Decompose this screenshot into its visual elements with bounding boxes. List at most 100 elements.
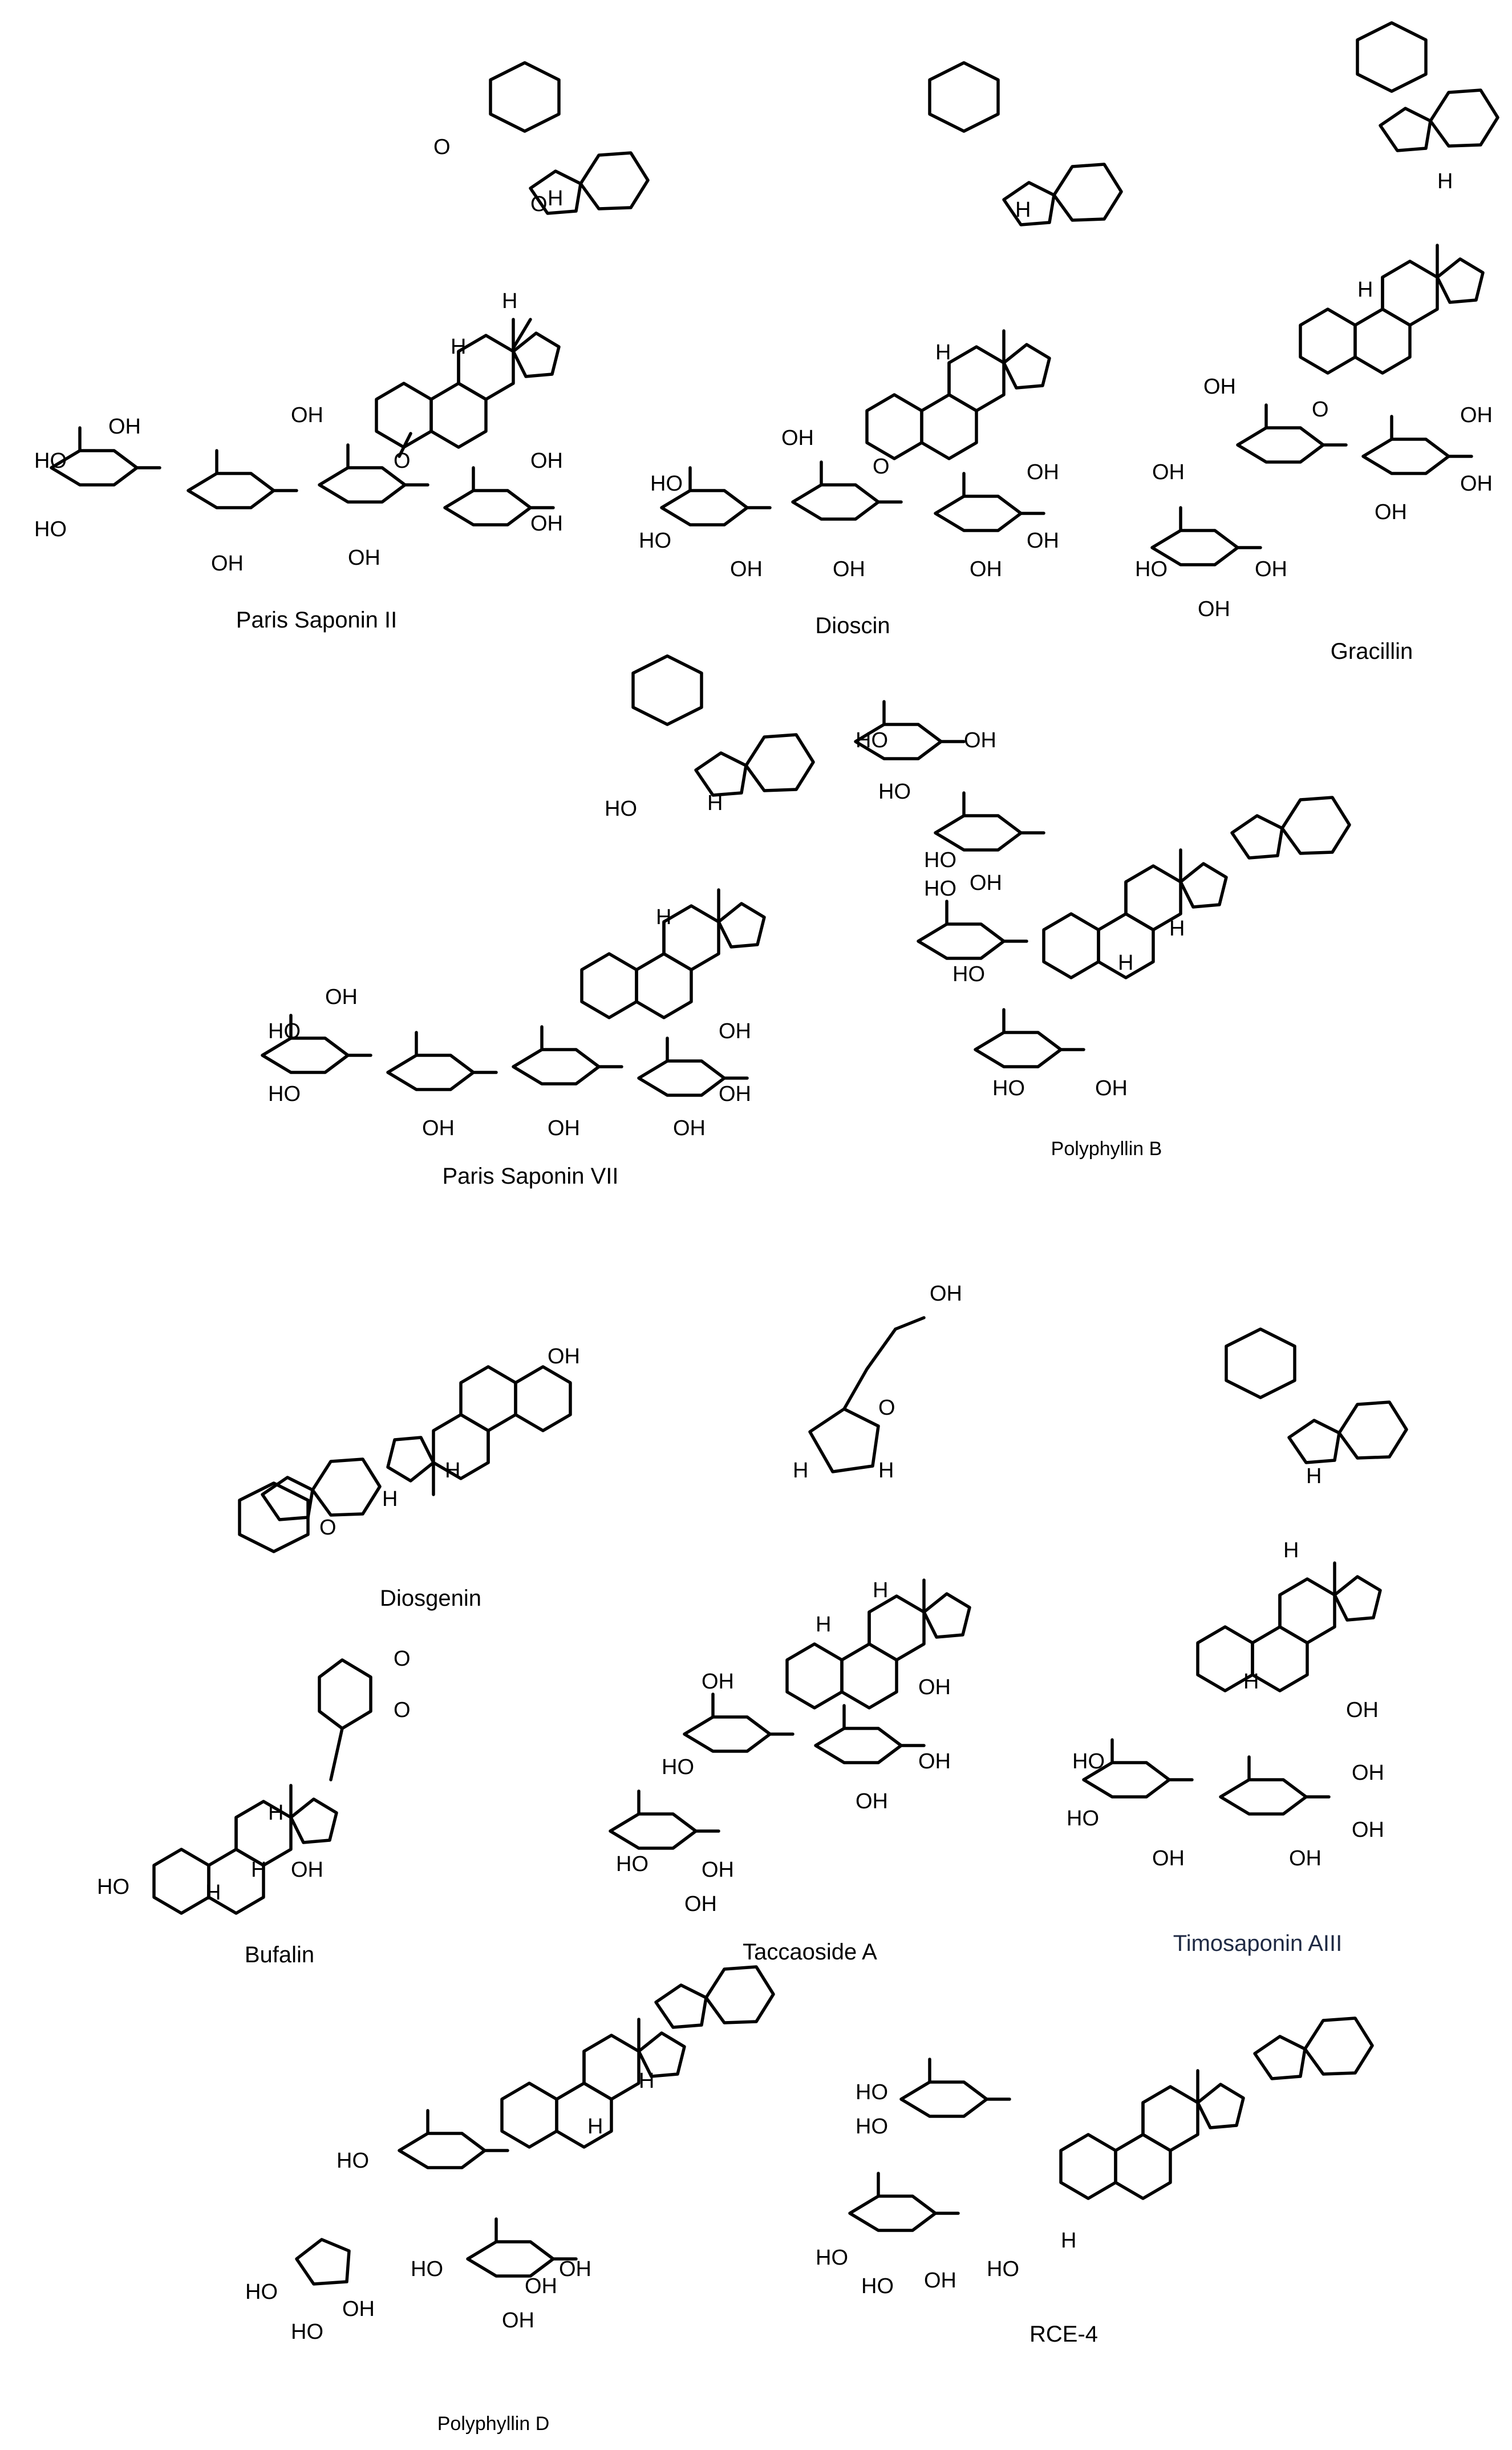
svg-text:HO: HO [245,2280,278,2304]
caption-rce-4: RCE-4 [1029,2322,1098,2347]
svg-text:H: H [1283,1538,1299,1562]
svg-text:HO: HO [662,1755,694,1779]
svg-text:O: O [319,1516,337,1540]
svg-text:H: H [382,1487,398,1511]
svg-text:HO: HO [856,2115,888,2139]
svg-text:OH: OH [684,1892,717,1916]
svg-text:HO: HO [992,1076,1025,1100]
svg-text:OH: OH [673,1116,706,1140]
svg-text:HO: HO [1135,557,1168,581]
svg-text:H: H [1243,1670,1259,1694]
structure-polyphyllin-d: HO HO HO OH HO OH OH OH H H [245,1967,773,2344]
svg-text:HO: HO [605,797,637,821]
svg-text:OH: OH [856,1789,888,1813]
caption-paris-saponin-ii: Paris Saponin II [236,608,398,633]
svg-text:H: H [873,1578,888,1602]
svg-text:OH: OH [1027,460,1059,484]
svg-text:OH: OH [1203,375,1236,399]
svg-text:HO: HO [987,2257,1019,2281]
caption-polyphyllin-b: Polyphyllin B [1051,1138,1162,1160]
svg-text:HO: HO [816,2246,848,2270]
svg-text:HO: HO [34,449,67,473]
svg-text:OH: OH [1027,529,1059,553]
svg-text:HO: HO [411,2257,443,2281]
svg-text:H: H [793,1459,808,1483]
svg-text:OH: OH [530,449,563,473]
svg-text:H: H [1015,198,1031,222]
svg-text:OH: OH [1095,1076,1128,1100]
svg-text:OH: OH [730,557,763,581]
svg-text:OH: OH [833,557,865,581]
svg-text:OH: OH [559,2257,591,2281]
svg-text:H: H [935,341,951,365]
caption-timosaponin-aiii: Timosaponin AIII [1173,1931,1343,1956]
svg-text:H: H [1169,917,1185,941]
svg-text:H: H [1061,2229,1076,2253]
svg-text:OH: OH [970,557,1002,581]
svg-text:H: H [251,1858,266,1882]
svg-text:OH: OH [970,871,1002,895]
caption-diosgenin: Diosgenin [380,1586,481,1611]
svg-text:O: O [1312,398,1329,422]
svg-text:H: H [1437,169,1453,193]
svg-text:OH: OH [530,512,563,536]
svg-text:OH: OH [108,415,141,439]
svg-text:H: H [451,335,466,359]
svg-text:OH: OH [1255,557,1287,581]
svg-text:OH: OH [291,403,323,427]
svg-text:HO: HO [1067,1807,1099,1831]
svg-text:H: H [707,791,723,815]
svg-text:O: O [394,1647,411,1671]
svg-text:HO: HO [268,1019,301,1043]
svg-text:OH: OH [342,2297,375,2321]
svg-text:OH: OH [1198,597,1230,621]
svg-text:O: O [878,1396,895,1420]
svg-text:H: H [1118,951,1133,975]
structure-dioscin: O H H HO HO OH OH OH OH OH OH [639,61,1121,581]
svg-text:HO: HO [97,1875,129,1899]
svg-text:OH: OH [325,985,358,1009]
svg-text:OH: OH [1152,1846,1185,1870]
caption-bufalin: Bufalin [244,1942,315,1967]
svg-text:H: H [639,2069,654,2093]
svg-text:OH: OH [548,1116,580,1140]
structure-timosaponin-aiii: H H H HO HO OH OH OH OH OH [1067,1327,1406,1870]
svg-text:HO: HO [861,2274,894,2298]
svg-text:OH: OH [502,2309,534,2332]
svg-text:HO: HO [616,1852,648,1876]
svg-text:H: H [445,1459,460,1483]
structure-bufalin: O O HO H OH H H [97,1647,411,1913]
svg-text:OH: OH [1352,1818,1384,1842]
svg-text:OH: OH [702,1670,734,1694]
svg-text:H: H [816,1613,831,1637]
svg-text:O: O [394,1698,411,1722]
caption-taccaoside-a: Taccaoside A [743,1939,877,1965]
svg-text:OH: OH [211,552,244,576]
svg-text:O: O [873,455,890,479]
structure-gracillin: O H H OH OH OH OH OH HO OH OH [1135,21,1498,621]
structure-rce-4: HO HO HO HO OH HO H [816,2018,1372,2298]
svg-text:OH: OH [924,2269,956,2293]
structure-paris-saponin-vii: HO H H HO HO OH OH OH OH OH OH [262,654,813,1140]
structure-polyphyllin-b: HO HO OH HO HO OH HO HO OH H H [856,702,1349,1100]
svg-text:OH: OH [918,1675,951,1699]
svg-text:H: H [1357,278,1373,302]
svg-text:H: H [587,2115,603,2139]
svg-text:HO: HO [856,728,888,752]
svg-text:H: H [502,289,517,313]
svg-text:H: H [205,1881,221,1905]
svg-text:OH: OH [1346,1698,1379,1722]
svg-text:HO: HO [650,472,683,496]
svg-text:O: O [530,192,548,216]
svg-text:H: H [1306,1464,1322,1488]
svg-text:HO: HO [856,2080,888,2104]
svg-text:OH: OH [702,1858,734,1882]
svg-text:HO: HO [1072,1750,1105,1773]
svg-text:OH: OH [1460,403,1493,427]
svg-text:OH: OH [422,1116,455,1140]
svg-text:OH: OH [1152,460,1185,484]
svg-text:OH: OH [348,546,380,570]
svg-text:HO: HO [878,780,911,804]
